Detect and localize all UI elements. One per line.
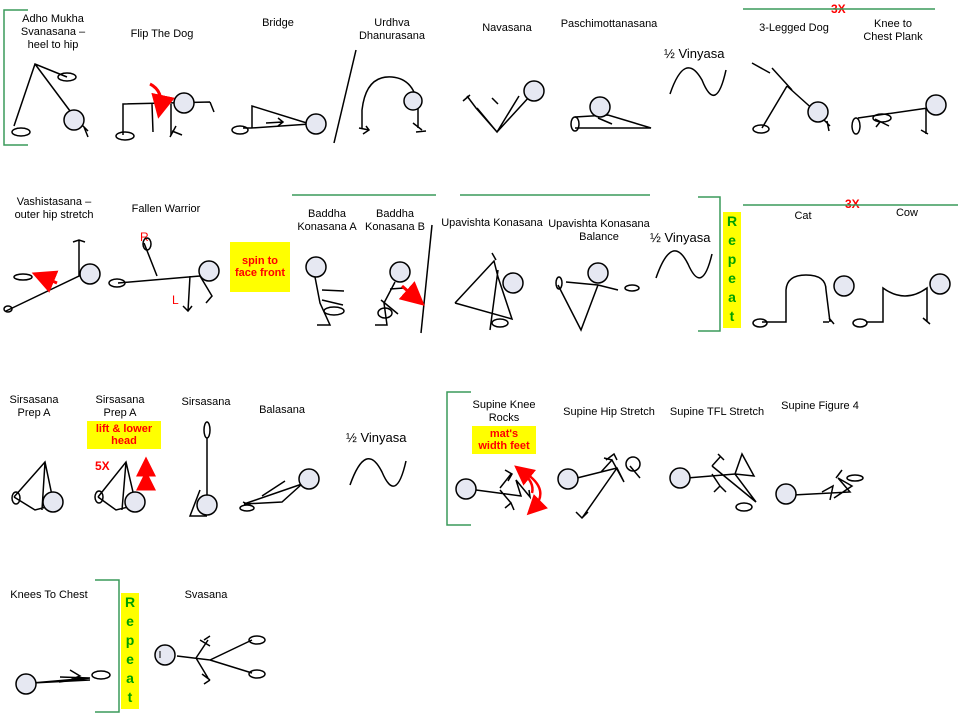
figure-svasana	[154, 635, 266, 685]
right-leg-marker: R	[140, 230, 149, 244]
label-fallen-warrior: Fallen Warrior	[131, 203, 201, 215]
figure-sirsasana-prep-a	[94, 460, 146, 513]
label-cow: Cow	[895, 207, 918, 219]
label-baddha-a: Baddha Konasana A	[297, 208, 357, 233]
label-paschimottanasana: Paschimottanasana	[560, 18, 658, 30]
label-balasana: Balasana	[259, 404, 305, 416]
label-half-vinyasa: ½ Vinyasa	[664, 46, 725, 61]
label-knees-to-chest: Knees To Chest	[10, 589, 88, 601]
repeat-label: R e p e a t	[121, 593, 139, 709]
vinyasa-wave	[655, 250, 713, 279]
label-half-vinyasa: ½ Vinyasa	[346, 430, 407, 445]
figure-adho-mukha	[11, 63, 89, 138]
label-knee-to-chest-plank: Knee to Chest Plank	[863, 18, 923, 43]
figure-navasana	[462, 80, 545, 134]
figure-fallen-warrior	[108, 237, 220, 313]
figure-cat	[752, 274, 855, 328]
figure-knee-to-chest-plank	[851, 94, 947, 135]
figure-supine-knee-rocks	[455, 469, 532, 511]
label-supine-tfl-stretch: Supine TFL Stretch	[669, 406, 765, 418]
figure-urdhva	[358, 76, 427, 135]
vinyasa-wave	[349, 458, 407, 487]
label-cat: Cat	[794, 210, 812, 222]
figure-upavishta	[454, 252, 524, 331]
group-brackets	[3, 8, 958, 713]
label-upavishta-balance: Upavishta Konasana Balance	[548, 218, 650, 243]
repeat-5x-marker: 5X	[95, 459, 110, 473]
figure-supine-hip-stretch	[557, 452, 641, 520]
label-navasana: Navasana	[482, 22, 532, 34]
label-adho-mukha: Adho Mukha Svanasana – heel to hip	[20, 13, 86, 51]
label-half-vinyasa: ½ Vinyasa	[650, 230, 711, 245]
label-three-legged-dog: 3-Legged Dog	[759, 22, 829, 34]
label-sirsasana-prep-a: Sirsasana Prep A	[9, 394, 59, 419]
figure-flip-the-dog	[115, 92, 215, 141]
figure-vashistasana	[3, 239, 101, 313]
label-sirsasana: Sirsasana	[181, 396, 231, 408]
figure-sirsasana-prep-a	[11, 460, 64, 513]
figure-bridge	[231, 104, 327, 135]
figure-three-legged-dog	[751, 62, 831, 134]
vinyasa-wave	[669, 67, 727, 97]
figure-baddha-a	[305, 256, 345, 326]
label-bridge: Bridge	[262, 17, 294, 29]
figure-paschimottanasana	[570, 96, 652, 132]
figure-knees-to-chest	[15, 669, 111, 695]
label-baddha-b: Baddha Konasana B	[365, 208, 425, 233]
label-vashistasana: Vashistasana – outer hip stretch	[14, 196, 94, 221]
label-supine-knee-rocks: Supine Knee Rocks	[472, 399, 536, 424]
figure-cow	[852, 273, 951, 328]
note-spin-to-face-front: spin to face front	[230, 242, 290, 292]
repeat-label: R e p e a t	[723, 212, 741, 328]
repeat-3x-marker: 3X	[845, 197, 860, 211]
figure-balasana	[239, 468, 320, 512]
left-leg-marker: L	[172, 293, 179, 307]
label-supine-figure-4: Supine Figure 4	[781, 400, 859, 412]
label-sirsasana-prep-a: Sirsasana Prep A	[95, 394, 145, 419]
note-lift-lower-head: lift & lower head	[87, 421, 161, 449]
label-upavishta: Upavishta Konasana	[441, 217, 543, 229]
note-mats-width-feet: mat's width feet	[472, 426, 536, 454]
label-flip-the-dog: Flip The Dog	[130, 28, 194, 40]
figure-sirsasana	[188, 421, 218, 517]
label-supine-hip-stretch: Supine Hip Stretch	[563, 406, 655, 418]
figure-supine-figure-4	[775, 469, 864, 505]
figure-supine-tfl-stretch	[669, 452, 757, 512]
label-urdhva: Urdhva Dhanurasana	[358, 17, 426, 42]
figure-baddha-b	[375, 261, 411, 326]
label-svasana: Svasana	[184, 589, 228, 601]
figure-upavishta-balance	[555, 262, 640, 332]
